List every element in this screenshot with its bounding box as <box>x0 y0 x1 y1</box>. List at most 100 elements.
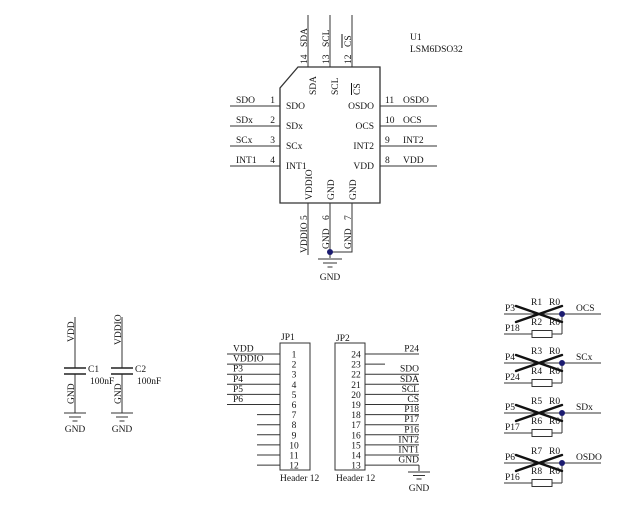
ic-pin-wires <box>230 15 437 258</box>
dnp-cross-icon <box>514 304 564 324</box>
net-label: VDDIO <box>114 314 124 345</box>
net-label: P16 <box>404 425 419 435</box>
net-label: SDO <box>236 96 255 106</box>
header-jp1: JP1 1 2 3 4 5 6 7 8 9 10 11 12 VDD VDDIO… <box>227 333 320 484</box>
pin-name: OCS <box>356 122 374 132</box>
pin-name: GND <box>327 179 337 200</box>
net-label: OSDO <box>576 453 602 463</box>
header-pin-wires <box>365 353 420 471</box>
pin-number: 8 <box>292 421 297 431</box>
pin-name: VDDIO <box>305 169 315 200</box>
capacitor-wires <box>74 317 123 413</box>
resistor-value: R0 <box>549 298 560 308</box>
decoupling-capacitors: VDD GND C1 100nF GND VDDIO GND C2 100nF … <box>64 314 161 435</box>
pin-number: 11 <box>289 452 298 462</box>
net-label: P5 <box>505 403 515 413</box>
pin-number: 2 <box>270 116 275 126</box>
net-label: INT1 <box>398 446 419 456</box>
pin-number: 10 <box>289 441 299 451</box>
cap-value: 100nF <box>137 377 161 387</box>
pin-number: 6 <box>292 401 297 411</box>
ground-label: GND <box>409 484 430 494</box>
ground-label: GND <box>65 425 86 435</box>
pin-name: VDD <box>353 162 374 172</box>
net-label: P6 <box>233 395 243 405</box>
ic-part-number: LSM6DSO32 <box>410 45 463 55</box>
junction-dot <box>559 311 565 317</box>
pin-number: 24 <box>351 351 361 361</box>
header-jp2: JP2 24 23 22 21 20 19 18 17 16 15 14 13 … <box>334 334 430 494</box>
ground-label: GND <box>320 273 341 283</box>
resistor-value: R0 <box>549 447 560 457</box>
header-refdes: JP2 <box>336 334 350 344</box>
pin-name: SDx <box>286 122 303 132</box>
pin-number: 10 <box>385 116 395 126</box>
resistor-value: R0 <box>549 467 560 477</box>
pin-number: 9 <box>385 136 390 146</box>
resistor-refdes: R7 <box>531 447 542 457</box>
pin-name: CS <box>353 83 363 95</box>
net-label: VDD <box>403 156 424 166</box>
resistor-group-3: P5 R5 R0 SDx P17 R6 R0 <box>504 397 601 437</box>
resistor-body <box>531 379 553 387</box>
net-label: P3 <box>233 365 243 375</box>
net-label: P16 <box>505 473 520 483</box>
net-label: INT2 <box>398 435 419 445</box>
net-label: P17 <box>404 415 419 425</box>
resistor-refdes: R8 <box>531 467 542 477</box>
ground-symbol <box>318 258 342 268</box>
pin-number: 23 <box>351 361 361 371</box>
resistor-value: R0 <box>549 367 560 377</box>
net-label: VDD <box>67 321 77 342</box>
pin-number: 19 <box>351 401 361 411</box>
net-label: SDA <box>400 375 419 385</box>
resistor-body <box>531 330 553 338</box>
net-label: P5 <box>233 385 243 395</box>
pin-number: 1 <box>292 351 297 361</box>
pin-number: 15 <box>351 441 361 451</box>
pin-number: 1 <box>270 96 275 106</box>
net-label: INT2 <box>403 136 424 146</box>
net-label: P24 <box>505 373 520 383</box>
net-label: SDO <box>400 365 419 375</box>
header-body <box>334 342 366 471</box>
pin-number: 5 <box>292 391 297 401</box>
pin-name: OSDO <box>348 102 374 112</box>
net-label: P6 <box>505 453 515 463</box>
pin-number: 22 <box>351 371 361 381</box>
resistor-body <box>531 429 553 437</box>
resistor-group-4: P6 R7 R0 OSDO P16 R8 R0 <box>504 447 602 487</box>
resistor-value: R0 <box>549 397 560 407</box>
resistor-refdes: R4 <box>531 367 542 377</box>
resistor-value: R0 <box>549 318 560 328</box>
pin-number: 14 <box>300 54 310 64</box>
header-pin-wires <box>227 353 280 466</box>
pin-name: SCx <box>286 142 303 152</box>
pin-name: SCL <box>331 77 341 95</box>
net-label: GND <box>398 456 419 466</box>
net-label: GND <box>114 383 124 404</box>
pin-number: 9 <box>292 431 297 441</box>
net-label: SDA <box>300 28 310 47</box>
junction-dot <box>559 460 565 466</box>
resistor-group-2: P4 R3 R0 SCx P24 R4 R0 <box>504 347 601 387</box>
resistor-value: R0 <box>549 347 560 357</box>
ic-refdes: U1 <box>410 33 422 43</box>
net-label: VDD <box>233 345 254 355</box>
pin-number: 18 <box>351 411 361 421</box>
junction-dot <box>327 249 333 255</box>
pin-number: 11 <box>385 96 394 106</box>
net-label: INT1 <box>236 156 257 166</box>
header-refdes: JP1 <box>281 333 295 343</box>
pin-number: 3 <box>292 371 297 381</box>
net-label: VDDIO <box>300 222 310 253</box>
net-label: P17 <box>505 423 520 433</box>
net-label: OCS <box>576 304 594 314</box>
pin-number: 2 <box>292 361 297 371</box>
pin-number: 20 <box>351 391 361 401</box>
resistor-refdes: R2 <box>531 318 542 328</box>
pin-number: 13 <box>351 462 361 472</box>
dnp-cross-icon <box>514 353 564 373</box>
pin-number: 12 <box>289 462 299 472</box>
